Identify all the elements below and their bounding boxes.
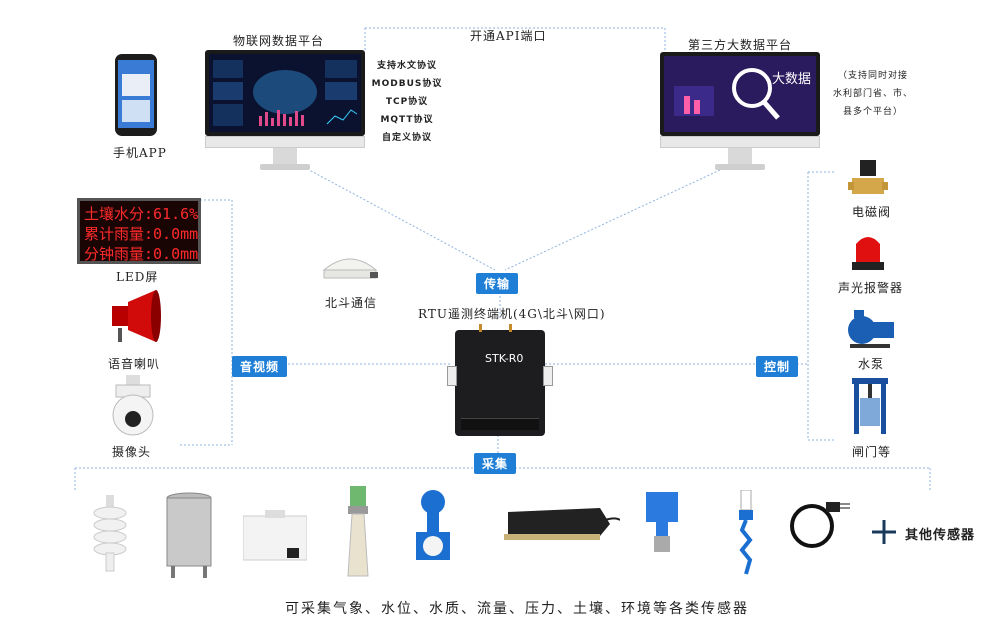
plus-icon xyxy=(872,520,896,544)
third-party-monitor: 大数据 xyxy=(660,52,820,172)
rtu-name: STK-R0 xyxy=(485,352,524,365)
gate-icon xyxy=(852,378,888,434)
other-sensors-label: 其他传感器 xyxy=(905,528,976,543)
protocol-item: 自定义协议 xyxy=(381,133,432,143)
speaker-label: 语音喇叭 xyxy=(108,357,161,371)
iot-platform-title: 物联网数据平台 xyxy=(233,34,325,48)
magnifier-icon xyxy=(664,56,816,132)
phone-app-label: 手机APP xyxy=(113,146,167,160)
third-party-title: 第三方大数据平台 xyxy=(688,38,793,52)
led-display: 土壤水分:61.6% 累计雨量:0.0mm 分钟雨量:0.0mm xyxy=(77,198,201,264)
note-line: 县多个平台） xyxy=(842,107,903,117)
rain-gauge-icon xyxy=(166,492,212,578)
water-level-box-icon xyxy=(243,510,307,561)
led-line: 土壤水分:61.6% xyxy=(84,205,199,223)
camera-label: 摄像头 xyxy=(112,445,152,459)
iot-platform-monitor xyxy=(205,50,365,172)
pump-icon xyxy=(848,310,894,348)
big-data-screen xyxy=(660,52,820,136)
protocol-item: MQTT协议 xyxy=(380,115,434,125)
radar-level-icon xyxy=(347,486,369,577)
solenoid-valve-icon xyxy=(848,160,888,194)
led-label: LED屏 xyxy=(116,270,159,284)
beidou-antenna-icon xyxy=(322,258,378,279)
rtu-device: STK-R0 xyxy=(447,324,553,436)
camera-icon xyxy=(112,375,154,436)
soil-moisture-probe-icon xyxy=(739,490,753,575)
alarm-light-icon xyxy=(852,237,884,270)
footer-caption: 可采集气象、水位、水质、流量、压力、土壤、环境等各类传感器 xyxy=(285,601,749,617)
rtu-title: RTU遥测终端机(4G\北斗\网口) xyxy=(418,307,606,321)
protocol-item: MODBUS协议 xyxy=(371,79,443,89)
beidou-label: 北斗通信 xyxy=(325,296,378,310)
control-label: 声光报警器 xyxy=(838,281,904,295)
control-label: 闸门等 xyxy=(852,445,892,459)
badge-av: 音视频 xyxy=(232,356,288,377)
protocol-item: 支持水文协议 xyxy=(376,61,437,71)
soil-sensor-cable-icon xyxy=(790,502,850,548)
weather-station-icon xyxy=(93,495,127,572)
phone-icon xyxy=(115,54,157,136)
doppler-flow-icon xyxy=(504,508,620,540)
control-label: 电磁阀 xyxy=(852,205,892,219)
led-line: 分钟雨量:0.0mm xyxy=(84,245,199,263)
note-line: （支持同时对接 xyxy=(837,71,908,81)
badge-control: 控制 xyxy=(756,356,799,377)
speaker-icon xyxy=(112,290,161,342)
pressure-transmitter-icon xyxy=(646,492,678,552)
led-line: 累计雨量:0.0mm xyxy=(84,225,199,243)
control-label: 水泵 xyxy=(858,357,885,371)
badge-transmit: 传输 xyxy=(476,273,519,294)
big-data-text: 大数据 xyxy=(772,72,812,87)
dashboard-icon xyxy=(209,54,361,132)
note-line: 水利部门省、市、 xyxy=(832,89,913,99)
badge-collect: 采集 xyxy=(474,453,517,474)
dashboard-screen xyxy=(205,50,365,136)
flowmeter-icon xyxy=(416,490,450,560)
api-link-label: 开通API端口 xyxy=(470,29,547,43)
protocol-item: TCP协议 xyxy=(385,97,429,107)
